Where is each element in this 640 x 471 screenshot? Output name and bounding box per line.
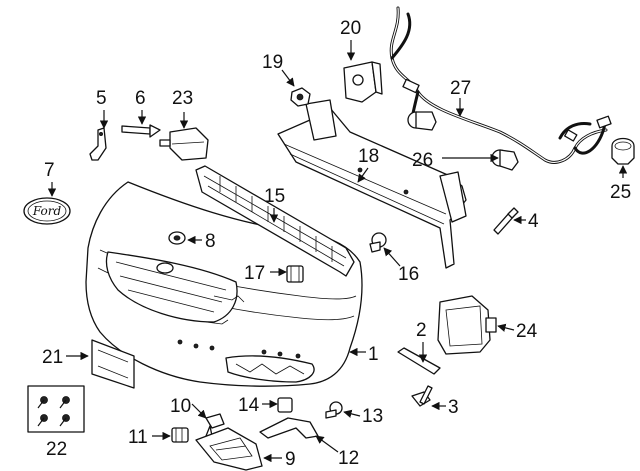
leader-lines xyxy=(47,40,628,463)
clip-11[interactable] xyxy=(171,427,189,443)
callout-9: 9 xyxy=(285,449,296,470)
bolt-3[interactable] xyxy=(411,385,433,407)
bolt-13[interactable] xyxy=(325,401,343,419)
callout-13: 13 xyxy=(362,406,383,427)
callout-12: 12 xyxy=(338,448,359,469)
kit-screw xyxy=(59,414,70,427)
clip-4[interactable] xyxy=(493,207,519,235)
callout-20: 20 xyxy=(340,18,361,39)
callout-24: 24 xyxy=(516,321,538,342)
callout-7: 7 xyxy=(44,160,55,181)
mounting-bracket[interactable] xyxy=(343,61,383,103)
nut-19[interactable] xyxy=(290,87,311,107)
callout-2: 2 xyxy=(416,320,427,341)
ford-emblem[interactable]: Ford xyxy=(23,197,71,225)
callout-21: 21 xyxy=(42,347,63,368)
wiring-harness[interactable] xyxy=(389,6,612,164)
callout-27: 27 xyxy=(450,78,471,99)
callout-16: 16 xyxy=(398,264,419,285)
callout-25: 25 xyxy=(610,182,631,203)
callout-3: 3 xyxy=(448,397,459,418)
callout-22: 22 xyxy=(46,439,67,460)
fog-lamp-bracket[interactable] xyxy=(437,295,497,355)
retainer-14[interactable] xyxy=(277,397,293,413)
reinforcement-strip[interactable] xyxy=(397,347,441,375)
bracket-part[interactable] xyxy=(89,127,107,161)
push-pin[interactable] xyxy=(121,124,161,138)
kit-screw xyxy=(37,396,48,409)
sensor-module[interactable] xyxy=(159,127,209,161)
callout-6: 6 xyxy=(135,88,146,109)
bracket-12[interactable] xyxy=(259,417,319,439)
callout-14: 14 xyxy=(238,395,260,416)
callout-26: 26 xyxy=(412,150,433,171)
callout-23: 23 xyxy=(172,88,193,109)
kit-screw xyxy=(37,414,48,427)
callout-labels: 1 2 3 4 5 6 7 8 9 10 11 12 13 14 15 16 1… xyxy=(42,18,631,470)
emblem-text: Ford xyxy=(32,204,62,218)
kit-screw xyxy=(59,396,70,409)
callout-5: 5 xyxy=(96,88,107,109)
parking-sensor-lower[interactable] xyxy=(491,149,519,171)
license-plate-bracket[interactable] xyxy=(91,339,135,389)
callout-1: 1 xyxy=(368,344,379,365)
screw-16[interactable] xyxy=(369,232,387,253)
parking-sensor-upper[interactable] xyxy=(407,111,437,131)
retainer-clip[interactable] xyxy=(286,265,304,283)
fastener-kit[interactable] xyxy=(27,385,85,433)
callout-8: 8 xyxy=(205,231,216,252)
callout-11: 11 xyxy=(128,427,148,448)
fog-lamp-bezel[interactable] xyxy=(195,427,263,471)
impact-bar[interactable] xyxy=(277,99,467,269)
sensor-25[interactable] xyxy=(611,137,635,165)
callout-15: 15 xyxy=(264,186,285,207)
callout-4: 4 xyxy=(528,211,539,232)
callout-19: 19 xyxy=(262,52,283,73)
callout-18: 18 xyxy=(358,146,379,167)
callout-10: 10 xyxy=(170,396,191,417)
push-nut[interactable] xyxy=(168,231,186,245)
callout-17: 17 xyxy=(244,263,265,284)
